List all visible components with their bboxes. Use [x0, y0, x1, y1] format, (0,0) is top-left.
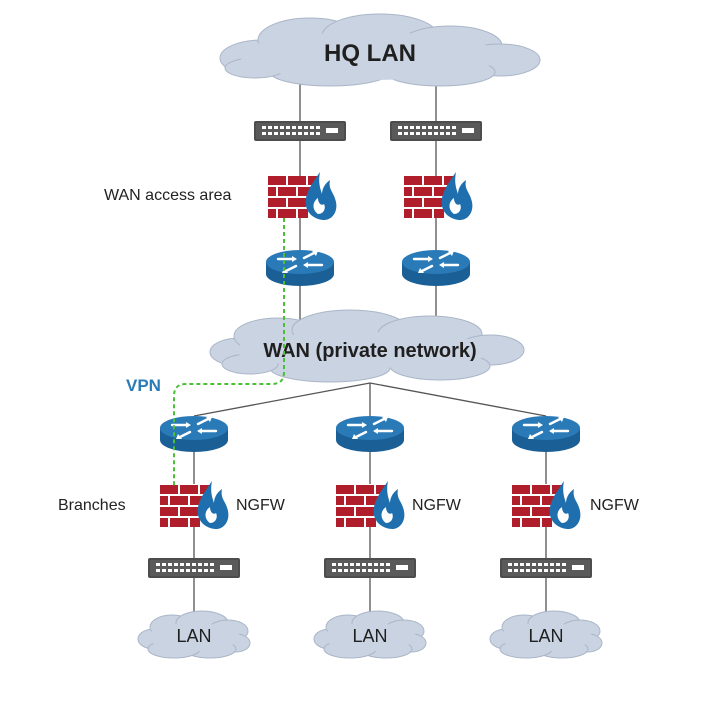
vpn-tunnel-path [173, 218, 285, 486]
branch-1-lan-label: LAN [176, 626, 211, 646]
branch-2-switch [324, 558, 416, 578]
branch-1-switch [148, 558, 240, 578]
branch-3-ngfw-label: NGFW [590, 497, 640, 514]
branch-2-lan-label: LAN [352, 626, 387, 646]
connection-lines [193, 80, 547, 614]
hq-router-right [402, 250, 470, 286]
hq-lan-cloud [219, 13, 541, 87]
hq-router-left [266, 250, 334, 286]
wan-cloud [209, 309, 525, 383]
wan-access-area-label: WAN access area [104, 187, 232, 204]
hq-lan-label: HQ LAN [324, 40, 416, 67]
branch-2-router [336, 416, 404, 452]
branch-3-lan-label: LAN [528, 626, 563, 646]
link-wan-branch-1 [193, 382, 371, 417]
branch-1-router [160, 416, 228, 452]
branch-2-firewall [336, 481, 405, 529]
hq-switch-right [390, 121, 482, 141]
hq-firewall-left [268, 172, 337, 220]
branch-1-firewall [160, 481, 229, 529]
branch-2-ngfw-label: NGFW [412, 497, 462, 514]
branch-3-lan-cloud [489, 610, 603, 659]
branch-3-router [512, 416, 580, 452]
hq-firewall-right [404, 172, 473, 220]
branch-2-lan-cloud [313, 610, 427, 659]
branch-3-firewall [512, 481, 581, 529]
branches-label: Branches [58, 497, 126, 514]
hq-switch-left [254, 121, 346, 141]
vpn-label: VPN [126, 376, 161, 395]
link-wan-branch-3 [369, 382, 547, 417]
branch-1-ngfw-label: NGFW [236, 497, 286, 514]
branch-3-switch [500, 558, 592, 578]
branch-1-lan-cloud [137, 610, 251, 659]
wan-label: WAN (private network) [263, 340, 476, 362]
